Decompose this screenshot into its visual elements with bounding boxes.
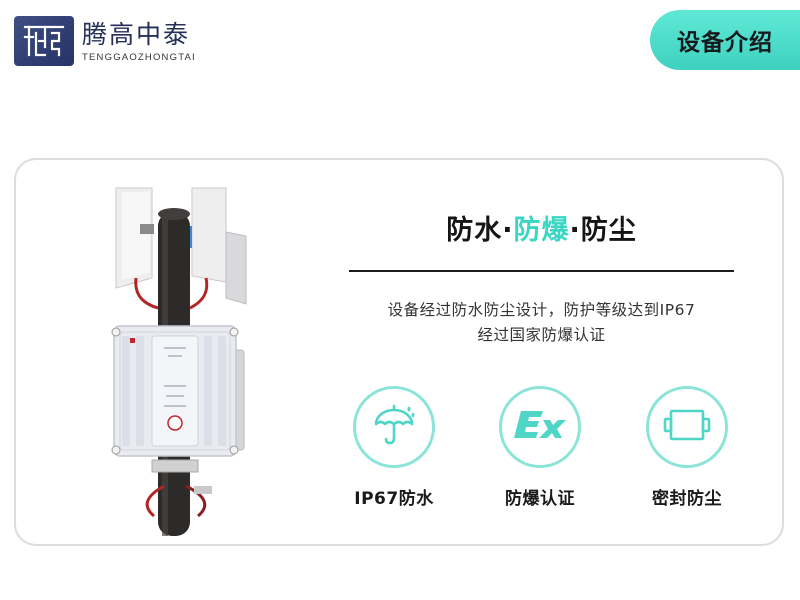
feature-explosion-proof-cert: 防爆认证	[480, 386, 600, 509]
title-part-waterproof: 防水·	[446, 215, 514, 246]
brand-text: 腾高中泰 TENGGAOZHONGTAI	[82, 20, 196, 63]
title-part-dustproof: ·防尘	[569, 215, 637, 246]
feature-ip67-waterproof: IP67防水	[334, 386, 454, 509]
title-part-explosion-proof: 防爆	[513, 215, 570, 246]
feature-label: IP67防水	[354, 489, 434, 509]
feature-icon-circle	[646, 386, 728, 468]
device-intro-tab[interactable]: 设备介绍	[650, 10, 800, 70]
feature-label: 密封防尘	[652, 489, 722, 509]
feature-sealed-dustproof: 密封防尘	[627, 386, 747, 509]
feature-label: 防爆认证	[505, 489, 575, 509]
description-line-2: 经过国家防爆认证	[477, 326, 606, 344]
section-title: 防水·防爆·防尘	[349, 208, 734, 247]
ex-mark-icon	[513, 408, 567, 446]
feature-icon-circle	[499, 386, 581, 468]
sealed-box-icon	[662, 405, 712, 449]
brand-logo[interactable]: 腾高中泰 TENGGAOZHONGTAI	[14, 16, 196, 66]
umbrella-rain-icon	[371, 402, 417, 452]
brand-name-cn: 腾高中泰	[82, 19, 191, 49]
brand-name-en: TENGGAOZHONGTAI	[82, 51, 196, 63]
device-product-image	[106, 186, 266, 536]
feature-card: 防水·防爆·防尘 设备经过防水防尘设计，防护等级达到IP67 经过国家防爆认证	[14, 158, 784, 546]
brand-logo-icon	[14, 16, 74, 66]
section-description: 设备经过防水防尘设计，防护等级达到IP67 经过国家防爆认证	[349, 298, 734, 348]
title-divider	[349, 270, 734, 272]
description-line-1: 设备经过防水防尘设计，防护等级达到IP67	[387, 301, 696, 319]
feature-icon-circle	[353, 386, 435, 468]
